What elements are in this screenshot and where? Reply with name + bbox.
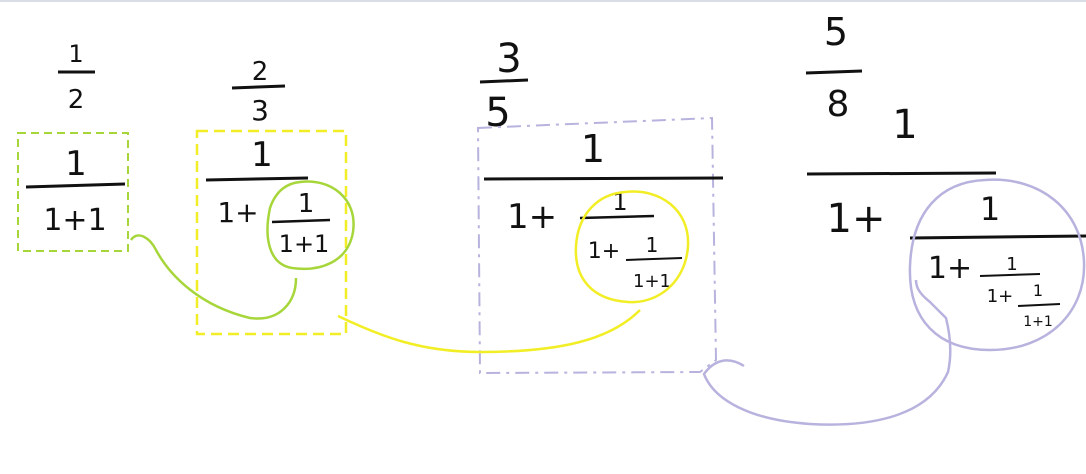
group-half: 1 2 1 1+1 bbox=[17, 40, 129, 252]
lavender-connector bbox=[702, 279, 952, 426]
cf1-denominator: 1+1 bbox=[43, 203, 106, 238]
cf3-inner-one-plus: 1+ bbox=[588, 239, 620, 264]
group-five-eighths: 5 8 1 1+ 1 1+ 1 1+ 1 1+1 bbox=[805, 10, 1086, 352]
fraction-2-denominator: 3 bbox=[251, 94, 269, 127]
fraction-3-bar bbox=[479, 78, 529, 84]
cf4-innermost-bar bbox=[1017, 303, 1061, 307]
window-top-border bbox=[0, 0, 1086, 2]
cf4-inner-bar bbox=[909, 234, 1086, 240]
cf3-bar bbox=[483, 176, 724, 181]
fraction-2-numerator: 2 bbox=[252, 57, 269, 87]
fraction-3-numerator: 3 bbox=[496, 36, 521, 82]
green-circle bbox=[266, 180, 355, 271]
cf4-numerator: 1 bbox=[892, 102, 917, 148]
cf3-innermost-numerator: 1 bbox=[646, 233, 659, 257]
fraction-4-denominator: 8 bbox=[827, 84, 850, 125]
lavender-dashed-box bbox=[476, 116, 718, 375]
cf3-one-plus: 1+ bbox=[507, 197, 557, 237]
cf1-bar bbox=[25, 182, 126, 189]
group-two-thirds: 2 3 1 1+ 1 1+1 bbox=[195, 57, 355, 336]
fraction-1-numerator: 1 bbox=[68, 40, 83, 68]
cf3-numerator: 1 bbox=[581, 127, 605, 171]
cf2-inner-denominator: 1+1 bbox=[279, 230, 330, 258]
cf1-numerator: 1 bbox=[65, 144, 87, 184]
green-dashed-box bbox=[17, 132, 129, 252]
yellow-dashed-box bbox=[195, 129, 348, 336]
cf4-third-one-plus: 1+ bbox=[987, 286, 1014, 307]
cf4-one-plus: 1+ bbox=[827, 196, 886, 242]
group-three-fifths: 3 5 1 1+ 1 1+ 1 1+1 bbox=[476, 36, 724, 375]
yellow-connector bbox=[337, 309, 641, 354]
cf3-innermost-denominator: 1+1 bbox=[633, 271, 671, 292]
cf2-inner-bar bbox=[271, 218, 331, 224]
cf2-bar bbox=[205, 176, 309, 182]
cf2-inner-numerator: 1 bbox=[298, 189, 315, 219]
green-connector bbox=[129, 234, 298, 320]
cf4-innermost-numerator: 1 bbox=[1033, 281, 1043, 300]
lavender-circle bbox=[908, 178, 1086, 352]
cf4-innermost-denominator: 1+1 bbox=[1023, 314, 1053, 330]
fraction-4-bar bbox=[805, 69, 863, 75]
cf4-inner-numerator: 1 bbox=[980, 190, 1000, 228]
fraction-1-denominator: 2 bbox=[68, 85, 85, 115]
yellow-circle bbox=[574, 190, 690, 304]
cf3-innermost-bar bbox=[625, 257, 683, 261]
fraction-2-bar bbox=[231, 84, 286, 90]
cf4-third-numerator: 1 bbox=[1006, 254, 1017, 275]
fraction-4-numerator: 5 bbox=[824, 10, 848, 54]
cf3-inner-bar bbox=[579, 214, 655, 220]
cf2-numerator: 1 bbox=[251, 135, 273, 175]
cf4-inner-one-plus: 1+ bbox=[928, 251, 972, 286]
cf3-inner-numerator: 1 bbox=[612, 188, 627, 216]
cf4-bar bbox=[806, 171, 997, 176]
cf4-third-bar bbox=[979, 273, 1041, 277]
cf2-one-plus: 1+ bbox=[217, 196, 258, 229]
fraction-3-denominator: 5 bbox=[485, 90, 510, 136]
